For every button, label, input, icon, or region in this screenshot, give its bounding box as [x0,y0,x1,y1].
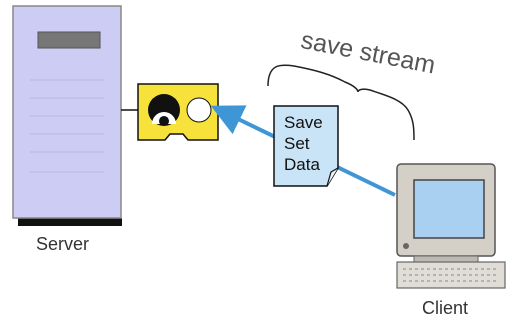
stream-brace [267,64,415,141]
document-icon [273,105,339,187]
server-tower-icon [12,5,122,226]
document-line-set: Set [284,134,310,153]
client-label: Client [422,298,469,318]
document-line-save: Save [284,113,323,132]
storage-device-icon [137,83,219,141]
server-label: Server [36,234,90,254]
document-text: Save Set Data [284,112,323,175]
document-line-data: Data [284,155,320,174]
client-computer-icon [396,163,506,289]
